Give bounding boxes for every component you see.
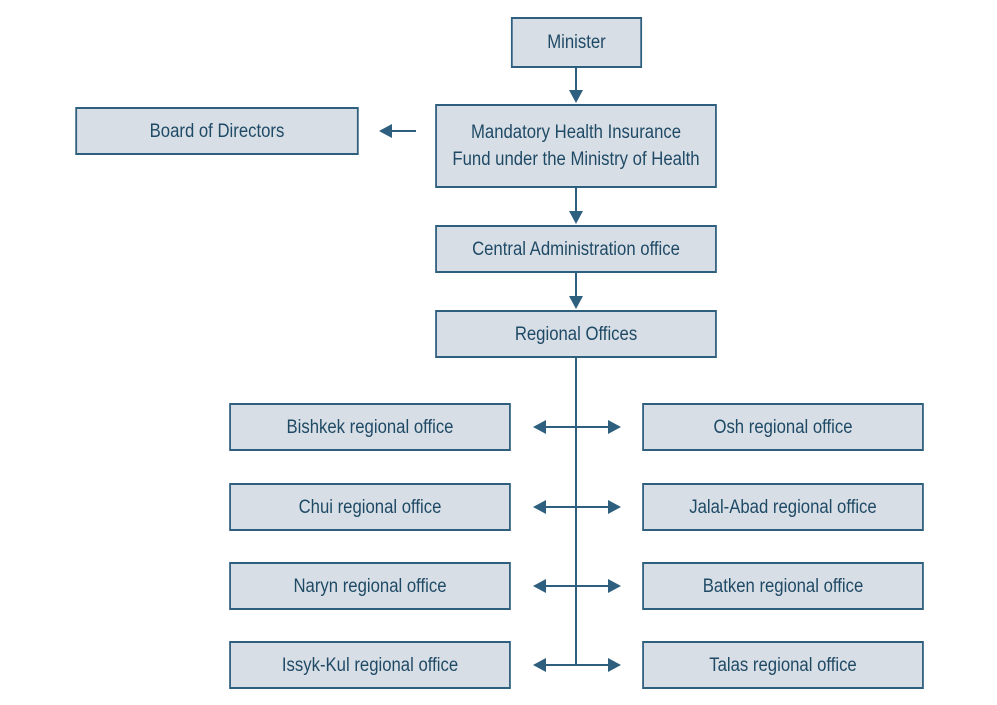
arrowhead-jalal-abad [608,500,621,514]
arrowhead-mhif [569,90,583,103]
chui-regional-office-label: Chui regional office [298,496,442,518]
board-of-directors-label: Board of Directors [149,120,285,142]
bishkek-regional-office-label: Bishkek regional office [286,416,454,438]
regional-offices-label: Regional Offices [514,323,638,345]
osh-regional-office-box: Osh regional office [642,403,924,451]
arrowhead-board [379,124,392,138]
issyk-kul-regional-office-label: Issyk-Kul regional office [281,654,459,676]
central-administration-office-label: Central Administration office [472,238,680,260]
osh-regional-office-label: Osh regional office [713,416,853,438]
central-administration-office-box: Central Administration office [435,225,717,273]
arrowhead-central [569,211,583,224]
minister-box: Minister [510,17,643,68]
mhif-label-line-2: Fund under the Ministry of Health [452,149,700,170]
jalal-abad-regional-office-label: Jalal-Abad regional office [689,496,877,518]
naryn-regional-office-label: Naryn regional office [293,575,447,597]
issyk-kul-regional-office-box: Issyk-Kul regional office [229,641,511,689]
board-of-directors-box: Board of Directors [75,107,359,155]
arrowhead-batken [608,579,621,593]
arrowhead-osh [608,420,621,434]
arrowhead-chui [533,500,546,514]
talas-regional-office-box: Talas regional office [642,641,924,689]
regional-offices-box: Regional Offices [435,310,717,358]
mhif-label-line-1: Mandatory Health Insurance [470,122,682,143]
jalal-abad-regional-office-box: Jalal-Abad regional office [642,483,924,531]
arrowhead-issyk-kul [533,658,546,672]
minister-label: Minister [547,32,606,53]
arrowhead-bishkek [533,420,546,434]
batken-regional-office-box: Batken regional office [642,562,924,610]
chui-regional-office-box: Chui regional office [229,483,511,531]
batken-regional-office-label: Batken regional office [702,575,864,597]
arrowhead-regional [569,296,583,309]
mandatory-health-insurance-fund-box: Mandatory Health Insurance Fund under th… [435,104,717,188]
arrowhead-naryn [533,579,546,593]
bishkek-regional-office-box: Bishkek regional office [229,403,511,451]
arrowhead-talas [608,658,621,672]
talas-regional-office-label: Talas regional office [709,654,857,676]
naryn-regional-office-box: Naryn regional office [229,562,511,610]
